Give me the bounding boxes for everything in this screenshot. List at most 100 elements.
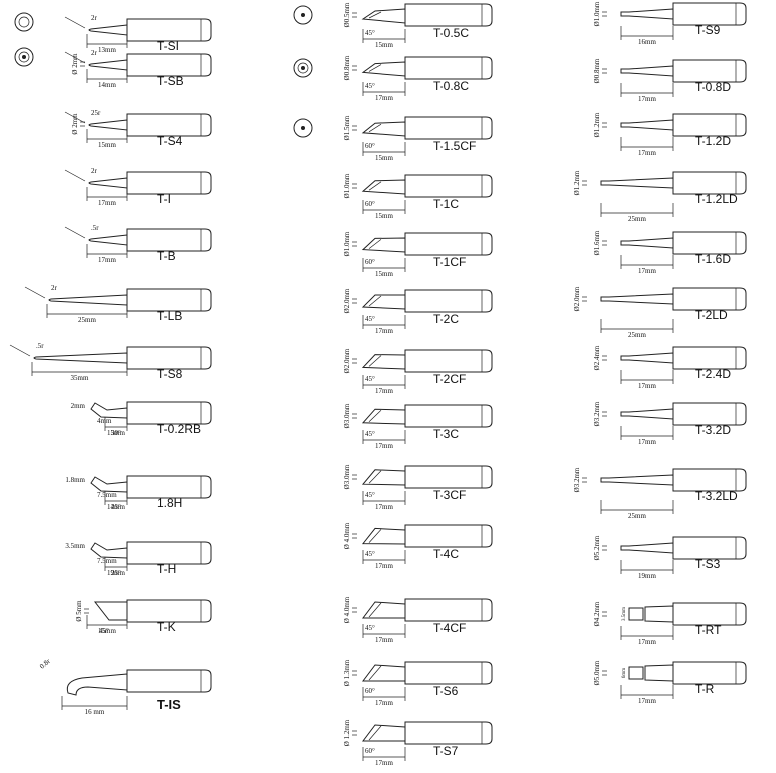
tip-name: T-2.4D bbox=[695, 367, 731, 381]
tip-name: T-SB bbox=[157, 74, 184, 88]
tip-chisel bbox=[361, 294, 406, 310]
tip-chisel bbox=[361, 8, 406, 24]
radius-arrow bbox=[64, 51, 86, 64]
tip-name: T-B bbox=[157, 249, 176, 263]
length-label: 15mm bbox=[98, 627, 116, 635]
diameter-label: Ø5.0mm bbox=[593, 660, 601, 685]
tip-body bbox=[672, 602, 747, 626]
diameter-label: Ø3.0mm bbox=[343, 464, 351, 489]
width-label: 2mm bbox=[71, 402, 86, 410]
tip-chisel bbox=[361, 179, 406, 195]
tip-body bbox=[672, 402, 747, 426]
tip-body bbox=[126, 18, 212, 42]
tip-name: T-1.6D bbox=[695, 252, 731, 266]
tip-body bbox=[404, 289, 493, 313]
length-label: 15mm bbox=[375, 154, 393, 162]
tip-chisel bbox=[361, 237, 406, 253]
radius-arrow bbox=[64, 169, 86, 182]
tip-blade bbox=[644, 605, 674, 623]
angle-label: 45° bbox=[365, 315, 375, 323]
tip-name: T-0.2RB bbox=[157, 422, 201, 436]
tip-body bbox=[126, 171, 212, 195]
tip-point bbox=[33, 352, 128, 364]
tip-body bbox=[404, 174, 493, 198]
tip-name: T-1.2LD bbox=[695, 192, 738, 206]
length-label: 17mm bbox=[375, 636, 393, 644]
angle-label: 60° bbox=[365, 687, 375, 695]
tip-chisel bbox=[362, 664, 406, 682]
tip-name: T-1.5CF bbox=[433, 139, 476, 153]
tip-name: T-4CF bbox=[433, 621, 466, 635]
tip-name: T-2CF bbox=[433, 372, 466, 386]
diameter-label: Ø 5mm bbox=[75, 600, 83, 622]
tip-body bbox=[126, 541, 212, 565]
tip-end-icon bbox=[301, 13, 305, 17]
tip-group: Ø 5mm 45°15mm T-K bbox=[75, 599, 212, 635]
tip-bevel bbox=[600, 474, 674, 486]
angle-label: 45° bbox=[365, 491, 375, 499]
tip-body bbox=[404, 116, 493, 140]
tip-name: T-4C bbox=[433, 547, 459, 561]
tip-end-icon bbox=[297, 62, 309, 74]
length-label: 16 mm bbox=[85, 708, 105, 716]
tip-body bbox=[404, 465, 493, 489]
tip-name: T-S9 bbox=[695, 23, 721, 37]
tip-body bbox=[126, 113, 212, 137]
length-label: 19mm bbox=[638, 572, 656, 580]
angle-label: 60° bbox=[365, 142, 375, 150]
tip-name: T-S4 bbox=[157, 134, 183, 148]
tip-end-icon bbox=[18, 16, 30, 28]
angle-label: 45° bbox=[99, 627, 109, 635]
tip-name: T-0.8C bbox=[433, 79, 469, 93]
tip-body bbox=[126, 288, 212, 312]
diameter-label: Ø 2mm bbox=[71, 113, 79, 135]
tip-name: T-R bbox=[695, 682, 715, 696]
length-label: 25mm bbox=[628, 215, 646, 223]
diameter-label: Ø 2mm bbox=[71, 53, 79, 75]
tip-curved bbox=[66, 673, 128, 696]
diameter-label: Ø0.5mm bbox=[343, 2, 351, 27]
angle-label: 45° bbox=[365, 550, 375, 558]
angle-label: 60° bbox=[365, 258, 375, 266]
tip-bevel bbox=[368, 239, 382, 249]
tip-point bbox=[88, 234, 128, 246]
diameter-label: Ø0.8mm bbox=[343, 55, 351, 80]
angle-label: 45° bbox=[365, 430, 375, 438]
tip-bevel bbox=[368, 355, 382, 367]
length-label: 17mm bbox=[375, 327, 393, 335]
diameter-label: Ø1.0mm bbox=[343, 231, 351, 256]
angle-label: 60° bbox=[365, 200, 375, 208]
tip-end-icon bbox=[22, 55, 26, 59]
radius-label: 2r bbox=[91, 167, 98, 175]
diameter-label: Ø4.2mm bbox=[593, 601, 601, 626]
tip-bevel bbox=[368, 665, 382, 681]
diameter-label: Ø3.0mm bbox=[343, 403, 351, 428]
tip-body bbox=[404, 721, 493, 745]
tip-chisel bbox=[361, 354, 406, 370]
tip-body bbox=[126, 228, 212, 252]
tip-name: T-LB bbox=[157, 309, 182, 323]
tip-name: T-K bbox=[157, 620, 176, 634]
tip-end-icon bbox=[14, 12, 34, 32]
tip-body bbox=[404, 56, 493, 80]
tip-name: T-1C bbox=[433, 197, 459, 211]
tip-body bbox=[126, 669, 212, 693]
tip-name: T-3.2D bbox=[695, 423, 731, 437]
diameter-label: Ø1.2mm bbox=[573, 170, 581, 195]
tip-body bbox=[126, 346, 212, 370]
side-label: 6mm bbox=[622, 668, 627, 678]
